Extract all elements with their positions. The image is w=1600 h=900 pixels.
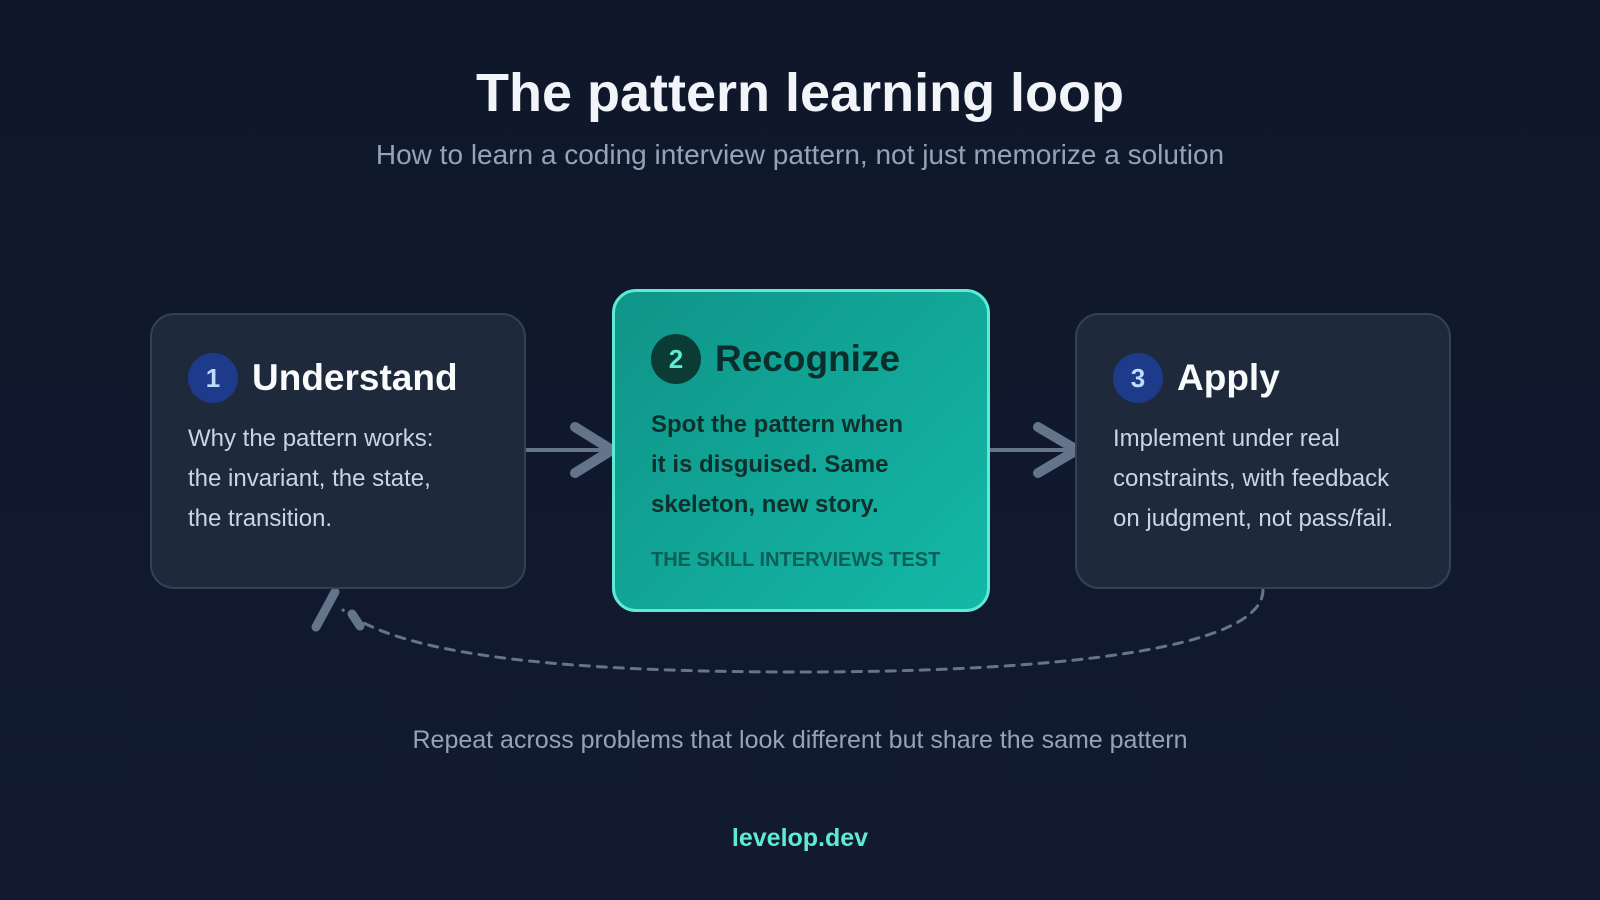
- loop-back-arrow: [311, 587, 1265, 674]
- step-description: Spot the pattern when it is disguised. S…: [651, 405, 947, 525]
- step-description: Implement under real constraints, with f…: [1113, 419, 1429, 539]
- loop-caption: Repeat across problems that look differe…: [412, 726, 1188, 754]
- step-description-line: the invariant, the state,: [188, 465, 431, 492]
- arrow-recognize-to-apply: [988, 422, 1082, 478]
- step-title: Apply: [1177, 357, 1280, 398]
- step-header: 1 Understand: [188, 353, 458, 403]
- step-note: THE SKILL INTERVIEWS TEST: [651, 549, 941, 571]
- step-number-badge: 3: [1113, 353, 1163, 403]
- step-description-line: on judgment, not pass/fail.: [1113, 505, 1394, 532]
- step-card-recognize: 2 Recognize Spot the pattern when it is …: [612, 289, 990, 612]
- step-title: Recognize: [715, 338, 901, 379]
- step-header: 3 Apply: [1113, 353, 1280, 403]
- step-description-line: the transition.: [188, 505, 333, 532]
- page-subtitle: How to learn a coding interview pattern,…: [375, 139, 1225, 170]
- step-number-badge: 2: [651, 334, 701, 384]
- step-number-badge: 1: [188, 353, 238, 403]
- footer-brand: levelop.dev: [731, 824, 869, 852]
- step-header: 2 Recognize: [651, 334, 900, 384]
- step-description-line: Why the pattern works:: [188, 425, 434, 452]
- step-title: Understand: [252, 357, 458, 398]
- step-card-apply: 3 Apply Implement under real constraints…: [1075, 313, 1451, 589]
- step-description: Why the pattern works: the invariant, th…: [188, 419, 504, 539]
- step-description-line: skeleton, new story.: [651, 491, 879, 518]
- step-card-understand: 1 Understand Why the pattern works: the …: [150, 313, 526, 589]
- step-description-line: constraints, with feedback: [1113, 465, 1390, 492]
- arrow-understand-to-recognize: [525, 422, 617, 478]
- step-description-line: Spot the pattern when: [651, 411, 903, 438]
- step-description-line: it is disguised. Same: [651, 451, 889, 478]
- page-title: The pattern learning loop: [475, 63, 1125, 123]
- step-description-line: Implement under real: [1113, 425, 1340, 452]
